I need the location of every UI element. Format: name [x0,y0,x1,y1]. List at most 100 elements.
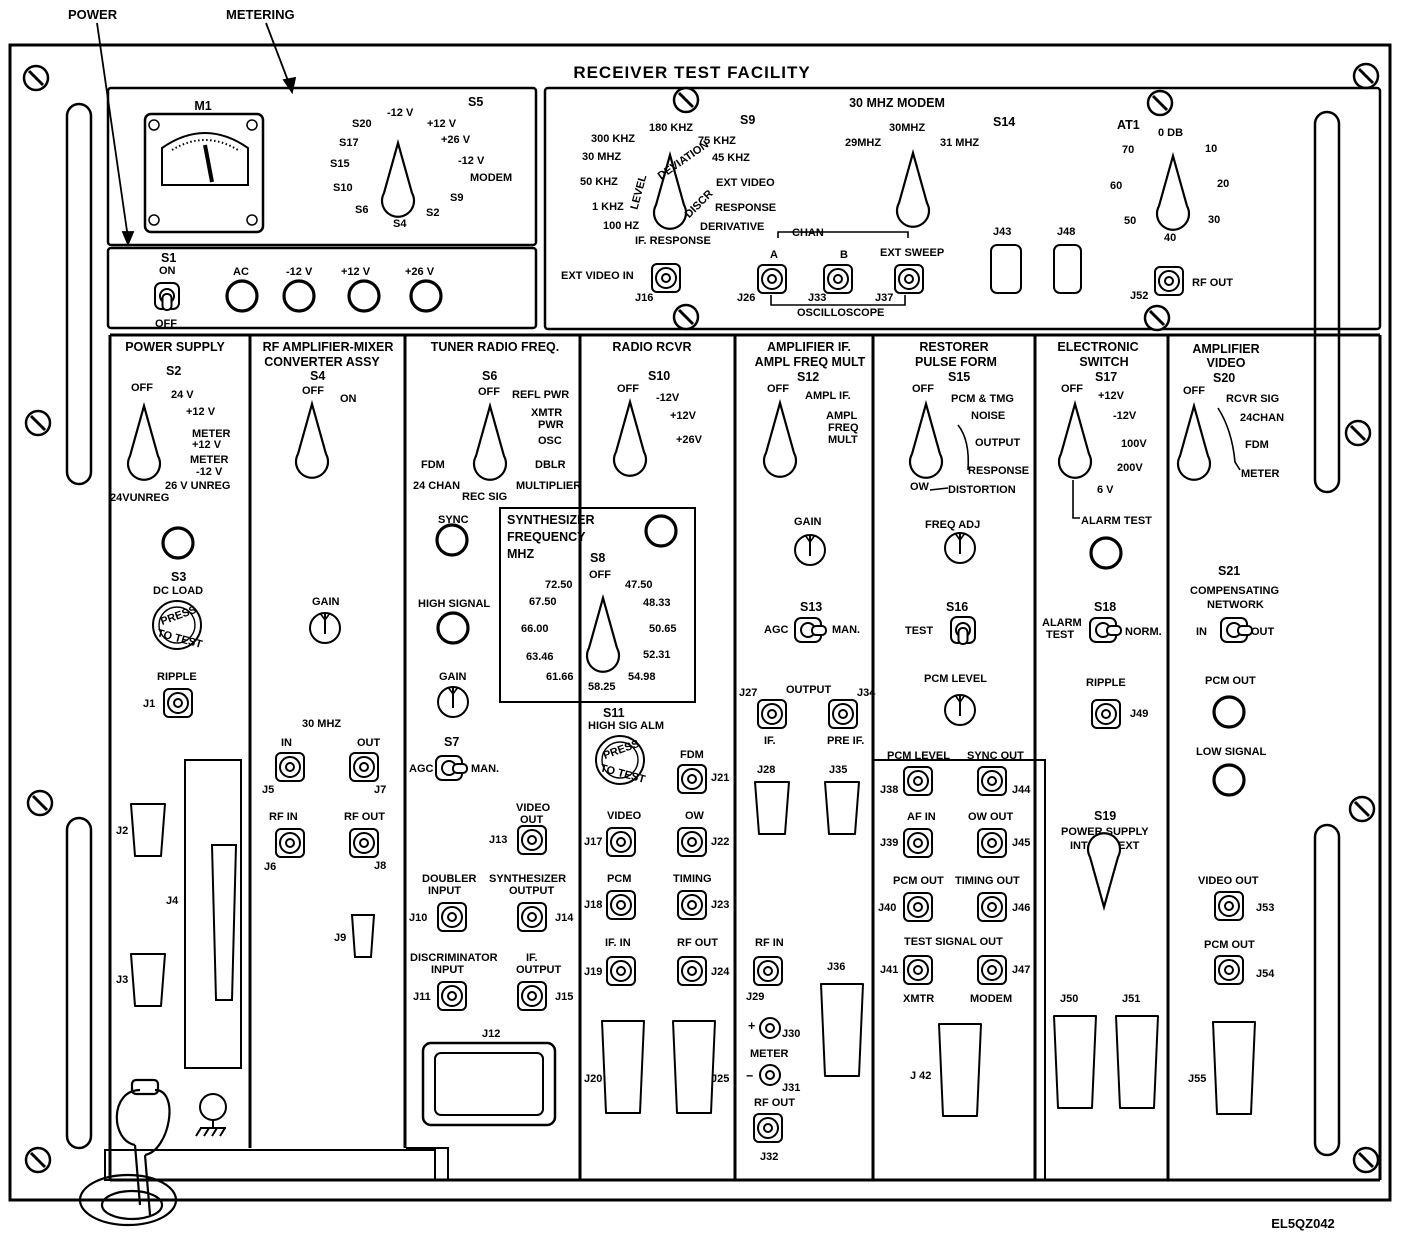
svg-text:OUTPUT: OUTPUT [786,684,832,696]
svg-text:J49: J49 [1130,708,1148,720]
svg-text:J15: J15 [555,991,573,1003]
tuner-gain-pot[interactable] [437,686,469,718]
s4-on: ON [340,393,357,405]
svg-text:J35: J35 [829,764,847,776]
svg-text:J50: J50 [1060,993,1078,1005]
svg-text:-12 V: -12 V [458,155,485,167]
svg-text:OW: OW [910,481,930,493]
svg-text:60: 60 [1110,180,1122,192]
switch-s14-positions: 29MHZ 30MHZ 31 MHZ [845,122,979,149]
svg-text:SYNC OUT: SYNC OUT [967,750,1024,762]
s11-press-to-test-button[interactable]: PRESS TO TEST [595,735,647,786]
switch-s8-positions: OFF 72.50 47.50 67.50 48.33 66.00 50.65 … [521,569,677,693]
svg-text:METER: METER [190,454,229,466]
switch-s12-positions: OFF AMPL IF. AMPL FREQ MULT [767,383,859,446]
switch-s20-positions: OFF RCVR SIG 24CHAN FDM METER [1183,385,1284,480]
svg-text:OUT: OUT [357,737,381,749]
facility-title: RECEIVER TEST FACILITY [573,63,810,82]
switch-s10-positions: OFF -12V +12V +26V [617,383,703,446]
svg-text:OUTPUT: OUTPUT [516,964,562,976]
pcm-level-pot[interactable] [944,694,976,726]
switch-s6-positions: OFF REFL PWR XMTR PWR OSC FDM DBLR 24 CH… [413,386,581,503]
svg-text:24 CHAN: 24 CHAN [413,480,460,492]
rf-amp-labels: 30 MHZ IN OUT J5 J7 RF IN RF OUT J6 J8 J… [262,718,386,944]
switch-s16-toggle[interactable] [950,616,976,645]
svg-text:J3: J3 [116,974,128,986]
svg-text:75 KHZ: 75 KHZ [698,135,736,147]
svg-text:METER: METER [1241,468,1280,480]
svg-text:J19: J19 [584,966,602,978]
svg-text:DISTORTION: DISTORTION [948,484,1016,496]
svg-text:72.50: 72.50 [545,579,573,591]
amp-if-title-1: AMPLIFIER IF. [767,340,851,354]
svg-text:INT: INT [1070,840,1088,852]
svg-text:XMTR: XMTR [903,993,934,1005]
svg-text:24CHAN: 24CHAN [1240,412,1284,424]
svg-text:J48: J48 [1057,226,1075,238]
switch-s17-positions: OFF +12V -12V 100V 200V 6 V ALARM TEST [1061,383,1152,527]
switch-s21-toggle[interactable] [1220,617,1253,643]
svg-text:J31: J31 [782,1082,800,1094]
svg-text:OUTPUT: OUTPUT [975,437,1021,449]
svg-text:300 KHZ: 300 KHZ [591,133,635,145]
svg-text:TEST: TEST [1046,629,1074,641]
svg-text:MODEM: MODEM [470,172,512,184]
svg-text:+12 V: +12 V [341,266,371,278]
synth-title-2: FREQUENCY [507,530,586,544]
svg-text:MAN.: MAN. [832,624,860,636]
rack-handles [65,102,1341,1157]
svg-text:J14: J14 [555,912,574,924]
svg-text:+12V: +12V [1098,390,1125,402]
svg-text:-12V: -12V [656,392,680,404]
switch-s18-toggle[interactable] [1089,617,1122,643]
svg-text:HIGH SIGNAL: HIGH SIGNAL [418,598,490,610]
rf-gain-pot[interactable] [309,612,341,644]
restorer-title-1: RESTORER [919,340,988,354]
switch-s1-label: S1 [161,251,176,265]
svg-text:CHAN: CHAN [792,227,824,239]
amp-if-gain-pot[interactable] [794,534,826,566]
svg-text:RF OUT: RF OUT [754,1097,795,1109]
svg-text:S2: S2 [426,207,439,219]
svg-text:+12 V: +12 V [427,118,457,130]
svg-text:PCM: PCM [607,873,631,885]
svg-text:FREQ ADJ: FREQ ADJ [925,519,980,531]
svg-text:FDM: FDM [1245,439,1269,451]
switch-s1-toggle[interactable] [154,282,180,311]
switch-s13-toggle[interactable] [794,617,827,643]
svg-text:J6: J6 [264,861,276,873]
modem-title: 30 MHZ MODEM [849,96,945,110]
svg-text:AGC: AGC [409,763,434,775]
svg-text:100 HZ: 100 HZ [603,220,639,232]
switch-s4-label: S4 [310,369,325,383]
switch-s7-toggle[interactable] [435,755,468,781]
svg-text:J27: J27 [739,687,757,699]
svg-text:J25: J25 [711,1073,729,1085]
svg-text:J47: J47 [1012,964,1030,976]
svg-text:PRE IF.: PRE IF. [827,735,864,747]
svg-text:TIMING OUT: TIMING OUT [955,875,1020,887]
switch-s5-label: S5 [468,95,483,109]
freq-adj-pot[interactable] [944,532,976,564]
svg-text:+12V: +12V [670,410,697,422]
switch-s6-label: S6 [482,369,497,383]
svg-text:J44: J44 [1012,784,1031,796]
svg-text:DOUBLER: DOUBLER [422,873,476,885]
svg-text:EXT SWEEP: EXT SWEEP [880,247,944,259]
svg-text:MODEM: MODEM [970,993,1012,1005]
svg-text:ALARM TEST: ALARM TEST [1081,515,1152,527]
svg-text:J2: J2 [116,825,128,837]
svg-text:S17: S17 [339,137,359,149]
jack-j1[interactable] [163,688,193,718]
restorer-labels: FREQ ADJ S16 TEST PCM LEVEL PCM LEVEL SY… [878,519,1031,1082]
s3-press-to-test-button[interactable]: PRESS TO TEST [152,600,204,651]
amp-if-title-2: AMPL FREQ MULT [755,355,866,369]
svg-text:S21: S21 [1218,564,1240,578]
switch-s17-label: S17 [1095,370,1117,384]
switch-s1-off: OFF [155,318,177,330]
svg-text:24VUNREG: 24VUNREG [110,492,169,504]
rf-amp-title-1: RF AMPLIFIER-MIXER [263,340,394,354]
svg-text:200V: 200V [1117,462,1143,474]
svg-text:+26 V: +26 V [405,266,435,278]
svg-text:A: A [770,249,778,261]
